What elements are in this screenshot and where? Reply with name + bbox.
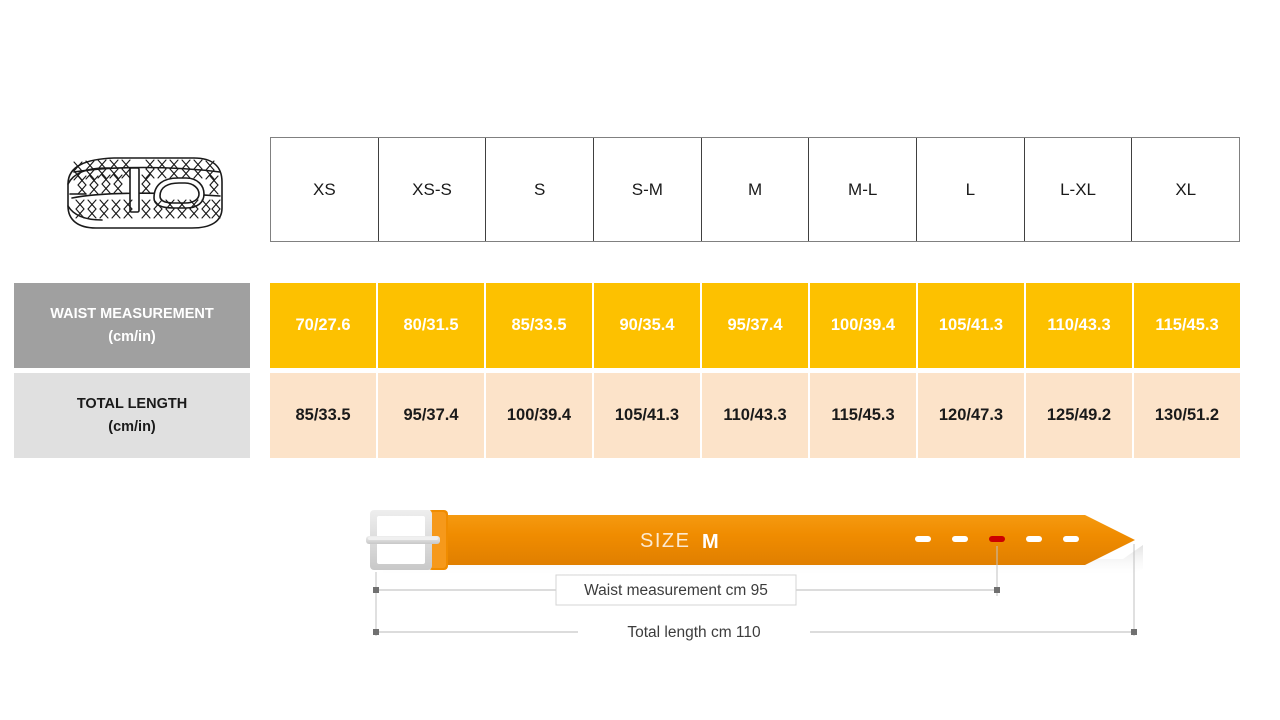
total-length-value-track: 85/33.5 95/37.4 100/39.4 105/41.3 110/43… [270,373,1240,458]
size-label: S [534,179,546,199]
row-gap [250,283,270,368]
total-length-value: 125/49.2 [1046,406,1112,424]
row-gap [250,373,270,458]
total-length-value-cell: 100/39.4 [486,373,594,458]
total-length-label-line1: TOTAL LENGTH [76,396,188,413]
total-length-value-cell: 120/47.3 [918,373,1026,458]
waist-value-cell: 100/39.4 [810,283,918,368]
size-header-cell-m: M [702,138,810,241]
size-header-cell-l: L [917,138,1025,241]
diagram-size-value: M [702,531,719,553]
size-header-cell-m-l: M-L [809,138,918,241]
size-header-cell-s: S [486,138,595,241]
total-length-row: TOTAL LENGTH (cm/in) 85/33.5 95/37.4 100… [14,373,1240,458]
belt-hole [1063,536,1079,542]
size-header-cell-xl: XL [1132,138,1239,241]
product-belt-icon [52,142,232,238]
waist-value: 85/33.5 [511,316,567,334]
total-length-value-cell: 110/43.3 [702,373,810,458]
size-label: L [965,179,976,199]
diagram-size-prefix: SIZE [640,530,690,552]
waist-value: 110/43.3 [1047,316,1111,334]
waist-value: 90/35.4 [619,316,675,334]
waist-dimension-label: Waist measurement cm 95 [584,582,768,599]
total-length-value: 95/37.4 [403,406,459,424]
size-label: XS-S [412,179,452,199]
total-length-dimension-label-box: Total length cm 110 [578,619,810,645]
total-length-value-cell: 95/37.4 [378,373,486,458]
waist-dimension-label-box: Waist measurement cm 95 [555,574,797,606]
size-label: M [747,179,763,199]
waist-value-track: 70/27.6 80/31.5 85/33.5 90/35.4 95/37.4 … [270,283,1240,368]
belt-hole [1026,536,1042,542]
total-length-value: 120/47.3 [938,406,1004,424]
waist-value: 80/31.5 [403,316,459,334]
total-length-value: 130/51.2 [1154,406,1220,424]
waist-value-cell: 80/31.5 [378,283,486,368]
waist-value: 95/37.4 [727,316,783,334]
size-header-table: XS XS-S S S-M M M-L L L-XL XL [270,137,1240,242]
size-header-cell-xs: XS [271,138,379,241]
size-label: XS [312,179,336,199]
waist-measurement-row: WAIST MEASUREMENT (cm/in) 70/27.6 80/31.… [14,283,1240,368]
waist-value-cell: 115/45.3 [1134,283,1240,368]
belt-holes [915,536,1079,542]
waist-value-cell: 90/35.4 [594,283,702,368]
belt-hole [915,536,931,542]
waist-value-cell: 70/27.6 [270,283,378,368]
size-header-cell-xs-s: XS-S [379,138,487,241]
size-label: S-M [631,179,663,199]
total-length-value-cell: 105/41.3 [594,373,702,458]
waist-value-cell: 95/37.4 [702,283,810,368]
size-header-cell-s-m: S-M [594,138,702,241]
total-length-value-cell: 130/51.2 [1134,373,1240,458]
size-label: M-L [848,179,878,199]
total-length-value: 105/41.3 [614,406,680,424]
size-header-cell-l-xl: L-XL [1025,138,1133,241]
waist-measurement-label: WAIST MEASUREMENT (cm/in) [14,283,250,368]
waist-measurement-label-line2: (cm/in) [108,328,156,345]
total-length-label-line2: (cm/in) [108,418,156,435]
total-length-value: 85/33.5 [295,406,351,424]
size-label: XL [1175,179,1197,199]
belt-hole-active [989,536,1005,542]
total-length-label: TOTAL LENGTH (cm/in) [14,373,250,458]
belt-buckle-icon [366,510,440,570]
waist-value: 115/45.3 [1155,316,1219,334]
belt-measurement-diagram: SIZE M Waist measurement cm 95 [350,500,1160,660]
waist-measurement-label-line1: WAIST MEASUREMENT [50,306,214,323]
belt-hole [952,536,968,542]
waist-value: 70/27.6 [295,316,351,334]
total-length-value-cell: 115/45.3 [810,373,918,458]
waist-value: 105/41.3 [938,316,1004,334]
waist-value-cell: 105/41.3 [918,283,1026,368]
waist-value-cell: 110/43.3 [1026,283,1134,368]
total-length-dimension-label: Total length cm 110 [627,624,761,641]
waist-value-cell: 85/33.5 [486,283,594,368]
total-length-value-cell: 125/49.2 [1026,373,1134,458]
size-label: L-XL [1060,179,1096,199]
total-length-value-cell: 85/33.5 [270,373,378,458]
total-length-value: 110/43.3 [723,406,787,424]
total-length-value: 115/45.3 [831,406,895,424]
waist-value: 100/39.4 [830,316,896,334]
total-length-value: 100/39.4 [506,406,572,424]
